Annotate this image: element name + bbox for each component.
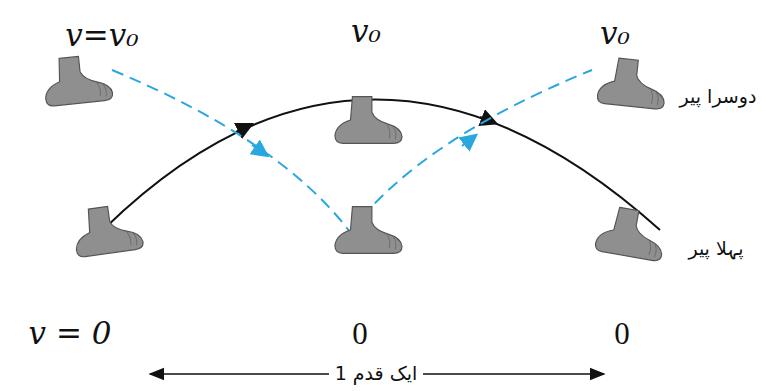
first-foot-path (105, 99, 660, 230)
velocity-label-holder: v₀ (600, 16, 630, 52)
velocity-label: v₀ (351, 14, 381, 50)
velocity-label: v₀ (600, 16, 630, 52)
velocity-label-holder: 0 (352, 316, 368, 352)
velocity-label-holder: v₀ (351, 14, 381, 50)
velocity-label: 0 (352, 316, 368, 352)
velocity-label: v = 0 (29, 316, 112, 352)
velocity-label-holder: v=v₀ (65, 18, 138, 54)
velocity-label: 0 (614, 316, 630, 352)
velocity-label-holder: v = 0 (29, 316, 112, 352)
foot-name-holder: پہلا پیر (688, 238, 743, 260)
foot-name-holder: دوسرا پیر (680, 86, 757, 108)
step-label-holder: ایک قدم 1 (329, 363, 424, 385)
foot-name: دوسرا پیر (680, 86, 757, 108)
velocity-label: v=v₀ (65, 18, 138, 54)
velocity-label-holder: 0 (614, 316, 630, 352)
foot-icons (42, 53, 669, 262)
foot-name: پہلا پیر (688, 238, 743, 260)
step-label: ایک قدم 1 (329, 363, 424, 385)
